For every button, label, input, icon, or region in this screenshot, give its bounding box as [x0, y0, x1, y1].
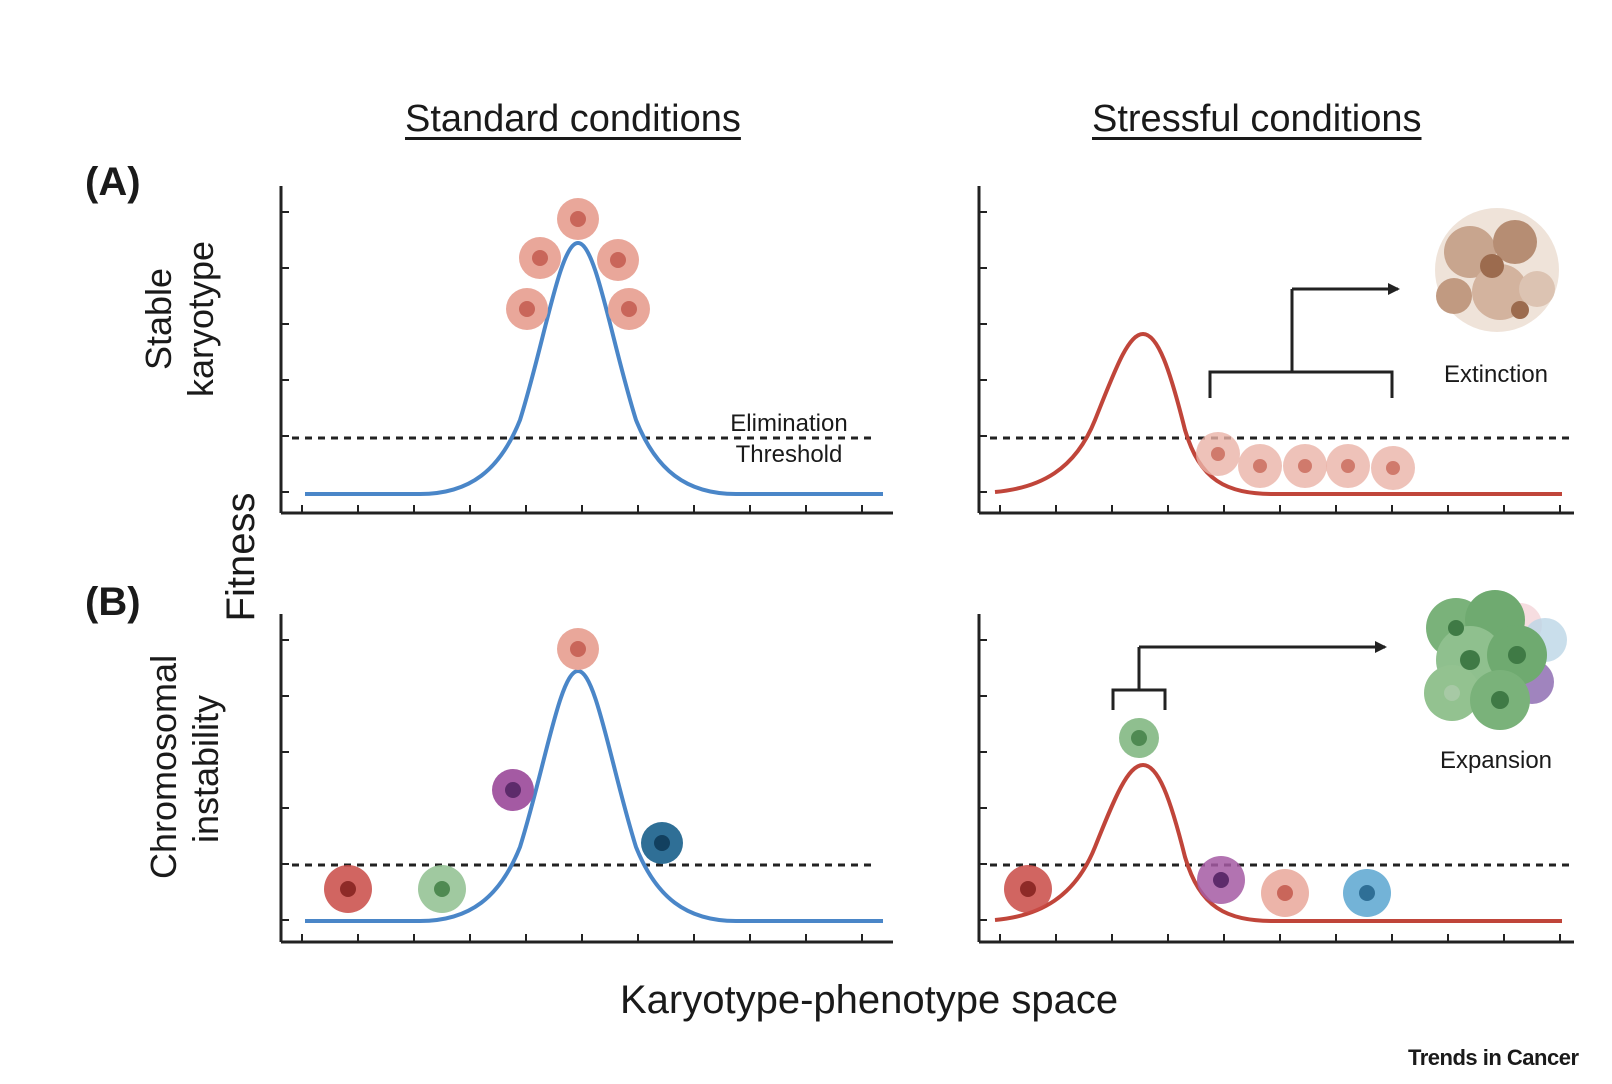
row-label-chromosomal-instability: Chromosomal instability: [143, 654, 227, 879]
row-label-line: instability: [185, 694, 226, 844]
threshold-label-line: Threshold: [735, 441, 843, 468]
x-ticks: [301, 505, 863, 513]
fitness-curve-stress: [994, 331, 1562, 496]
dying-cell-icon: [418, 865, 466, 913]
fitness-curve-standard: [305, 668, 883, 923]
dying-cell-icon: [324, 865, 372, 913]
panel-a-stress-plot: [977, 186, 1574, 515]
row-label-line: Stable: [138, 267, 179, 371]
x-ticks: [999, 505, 1561, 513]
cell-icon: [519, 237, 561, 279]
row-label-line: karyotype: [180, 240, 221, 398]
panel-b-stress-plot: [977, 614, 1574, 944]
row-label-stable-karyotype: Stable karyotype: [138, 239, 222, 399]
column-title-standard: Standard conditions: [405, 98, 741, 140]
dying-cell-icon: [1283, 444, 1327, 488]
cell-icon: [557, 628, 599, 670]
dying-cell-icon: [1238, 444, 1282, 488]
expansion-cluster-icon: [1424, 590, 1567, 730]
expansion-label: Expansion: [1439, 747, 1553, 774]
y-ticks: [281, 211, 289, 493]
dying-cell-icon: [1371, 446, 1415, 490]
cell-icon: [608, 288, 650, 330]
dying-cell-icon: [1261, 869, 1309, 917]
extinction-label: Extinction: [1443, 361, 1549, 388]
dying-cell-icon: [1196, 432, 1240, 476]
row-label-line: Chromosomal: [143, 654, 184, 879]
panel-b-standard-plot: [279, 614, 893, 944]
extinction-bracket: [1208, 283, 1400, 398]
cell-icon: [641, 822, 683, 864]
dying-cell-icon: [1343, 869, 1391, 917]
cell-icon: [492, 769, 534, 811]
dying-cell-icon: [1197, 856, 1245, 904]
cells-panel-b-standard: [324, 628, 683, 913]
cell-icon: [1119, 718, 1159, 758]
x-ticks: [301, 934, 863, 942]
extinction-cluster-icon: [1435, 208, 1559, 332]
y-axis-label: Fitness: [219, 492, 263, 622]
journal-logo-text: Trends in Cancer: [1408, 1045, 1579, 1070]
panel-a-standard-plot: [279, 186, 893, 515]
x-ticks: [999, 934, 1561, 942]
dying-cells-panel-a-stress: [1196, 432, 1415, 490]
panel-label-b: (B): [85, 580, 141, 624]
panel-label-a: (A): [85, 160, 141, 204]
cells-panel-a-standard: [506, 198, 650, 330]
cells-panel-b-stress: [1004, 718, 1391, 917]
y-ticks: [979, 639, 987, 921]
expansion-bracket: [1111, 641, 1387, 710]
fitness-curve-standard: [305, 240, 883, 496]
cell-icon: [557, 198, 599, 240]
threshold-label-line: Elimination: [730, 410, 848, 437]
elimination-threshold-label: Elimination Threshold: [704, 408, 874, 470]
column-title-stressful: Stressful conditions: [1092, 98, 1422, 140]
cell-icon: [597, 239, 639, 281]
x-axis-label: Karyotype-phenotype space: [620, 978, 1119, 1022]
cell-icon: [506, 288, 548, 330]
fitness-curve-stress: [994, 762, 1562, 923]
y-ticks: [979, 211, 987, 493]
y-ticks: [281, 639, 289, 921]
dying-cell-icon: [1326, 444, 1370, 488]
dying-cell-icon: [1004, 865, 1052, 913]
